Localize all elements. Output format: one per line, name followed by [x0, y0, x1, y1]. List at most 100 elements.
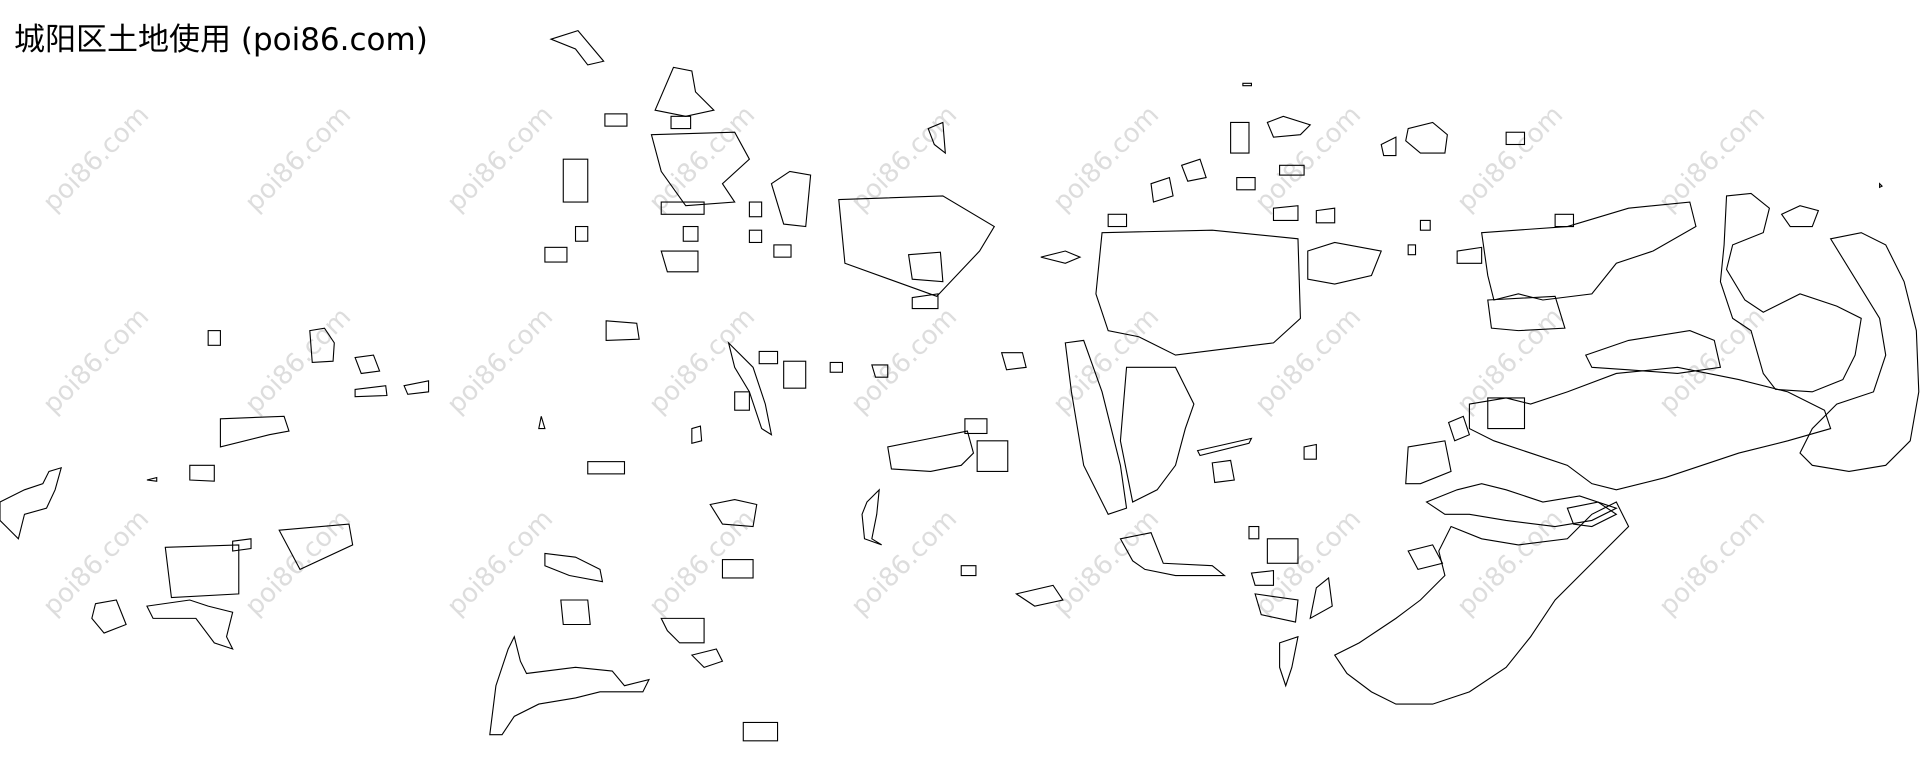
parcel	[964, 418, 988, 435]
parcel	[1487, 397, 1526, 430]
parcel	[1119, 532, 1227, 577]
land-parcels	[0, 29, 1920, 742]
parcel	[544, 246, 568, 263]
parcel	[164, 544, 240, 599]
parcel	[1107, 213, 1128, 228]
parcel	[91, 599, 127, 634]
parcel	[574, 225, 589, 242]
parcel	[146, 599, 234, 650]
parcel	[1095, 229, 1301, 356]
parcel	[1487, 295, 1566, 332]
parcel	[1309, 576, 1333, 620]
parcel	[911, 293, 939, 310]
parcel	[721, 559, 754, 579]
parcel	[1119, 366, 1195, 503]
parcel	[670, 115, 692, 130]
parcel	[927, 121, 946, 155]
parcel	[207, 330, 221, 346]
parcel	[560, 599, 591, 626]
parcel	[748, 201, 763, 218]
parcel	[660, 617, 705, 644]
parcel	[1333, 501, 1630, 705]
parcel	[861, 488, 882, 546]
parcel	[146, 476, 158, 482]
parcel	[960, 565, 977, 577]
parcel	[660, 250, 699, 273]
parcel	[1380, 136, 1397, 157]
parcel	[309, 327, 335, 364]
parcel	[1799, 232, 1920, 472]
parcel	[727, 341, 773, 436]
parcel	[1279, 635, 1299, 688]
parcel	[1014, 584, 1064, 607]
parcel	[1211, 459, 1235, 484]
parcel	[773, 244, 792, 258]
parcel	[1196, 437, 1253, 457]
parcel	[829, 361, 844, 373]
parcel	[1307, 241, 1382, 285]
parcel	[1405, 440, 1452, 485]
parcel	[758, 350, 779, 365]
parcel	[1248, 525, 1260, 540]
parcel	[587, 461, 626, 475]
parcel	[748, 229, 763, 244]
parcel	[907, 251, 944, 283]
parcel	[1303, 443, 1317, 460]
parcel	[654, 66, 715, 117]
parcel	[1407, 544, 1444, 571]
parcel	[354, 385, 388, 398]
parcel	[354, 354, 381, 375]
parcel	[1279, 164, 1305, 176]
parcel	[871, 364, 889, 378]
parcel	[1425, 483, 1618, 528]
parcel	[682, 225, 699, 242]
parcel	[232, 538, 252, 552]
map-title: 城阳区土地使用 (poi86.com)	[14, 22, 428, 58]
parcel	[278, 523, 354, 571]
parcel	[1230, 121, 1250, 154]
parcel	[1505, 131, 1526, 146]
parcel	[1180, 158, 1207, 182]
parcel	[1780, 205, 1820, 228]
parcel	[489, 635, 651, 736]
parcel	[709, 499, 758, 528]
parcel	[604, 113, 628, 127]
parcel	[562, 158, 589, 203]
parcel	[1000, 352, 1027, 371]
parcel	[538, 416, 546, 430]
parcel	[1250, 570, 1275, 586]
parcel	[691, 425, 703, 444]
parcel	[1447, 415, 1471, 442]
parcel	[189, 464, 215, 482]
parcel	[1481, 201, 1697, 301]
parcel	[838, 195, 996, 297]
parcel	[1405, 121, 1448, 154]
parcel	[1236, 177, 1256, 191]
parcel	[660, 201, 705, 215]
parcel	[1315, 207, 1336, 224]
parcel	[1272, 205, 1299, 221]
parcel	[742, 721, 779, 742]
parcel	[1419, 219, 1431, 231]
parcel	[734, 391, 750, 411]
parcel	[650, 131, 751, 207]
parcel	[1266, 115, 1312, 138]
parcel	[549, 29, 605, 66]
parcel	[783, 360, 807, 389]
parcel	[1407, 244, 1417, 256]
parcel	[1456, 246, 1483, 264]
parcel	[1254, 593, 1299, 623]
parcel	[770, 170, 812, 228]
parcel	[1879, 182, 1883, 189]
parcel	[1719, 192, 1862, 393]
parcel	[887, 430, 975, 472]
parcel	[690, 648, 724, 668]
parcel	[1566, 501, 1618, 528]
parcel	[1554, 213, 1575, 228]
parcel	[1468, 366, 1832, 491]
parcel	[605, 320, 640, 341]
parcel	[1266, 538, 1299, 564]
parcel	[403, 380, 430, 395]
parcel	[1064, 339, 1128, 515]
